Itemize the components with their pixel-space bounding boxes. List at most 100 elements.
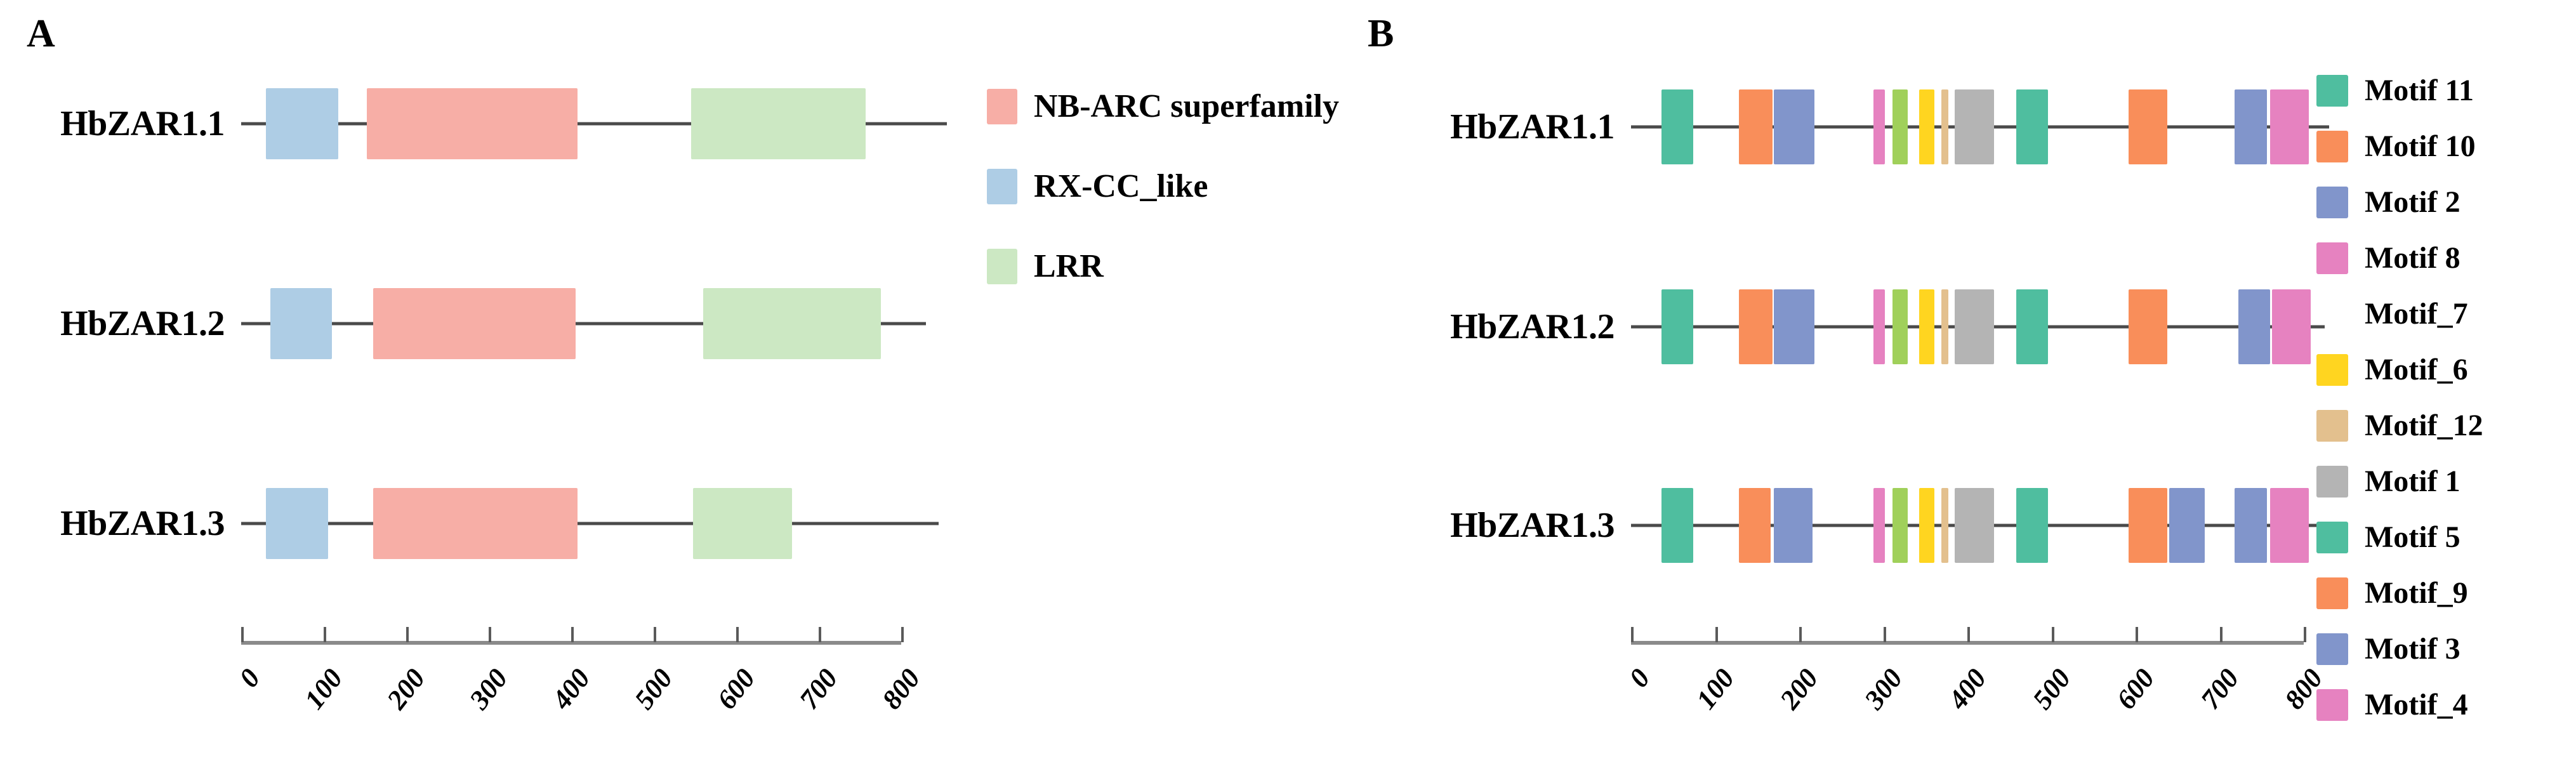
legend-swatch	[2316, 75, 2348, 107]
track-label-2: HbZAR1.2	[60, 304, 225, 343]
motif-block-13	[2270, 488, 2309, 563]
legend-label: Motif 1	[2365, 465, 2460, 498]
legend-item[interactable]: Motif_12	[2316, 410, 2483, 442]
legend-label: Motif_6	[2365, 353, 2468, 386]
legend-swatch	[2316, 298, 2348, 330]
motif-block-9	[2016, 488, 2049, 563]
legend-item[interactable]: Motif 8	[2316, 242, 2460, 274]
motif-block-12	[2271, 289, 2311, 364]
domain-block-2	[366, 88, 578, 159]
legend-label: Motif 5	[2365, 520, 2460, 554]
legend-item[interactable]: Motif_4	[2316, 689, 2468, 721]
legend-swatch	[987, 249, 1017, 284]
motif-block-6	[1919, 289, 1935, 364]
backbone-line	[241, 122, 947, 126]
axis-tick	[2051, 627, 2054, 642]
legend-item[interactable]: Motif_9	[2316, 577, 2468, 609]
motif-block-5	[1892, 289, 1908, 364]
track-label-2: HbZAR1.2	[1450, 307, 1615, 346]
legend-swatch	[987, 169, 1017, 204]
axis-tick	[1799, 627, 1802, 642]
axis-tick	[406, 627, 409, 642]
track-label-3: HbZAR1.3	[1450, 506, 1615, 545]
legend-item[interactable]: Motif 3	[2316, 633, 2460, 665]
motif-block-4	[1873, 289, 1886, 364]
panel-b-letter: B	[1368, 12, 1394, 55]
legend-swatch	[2316, 354, 2348, 386]
motif-block-2	[1738, 488, 1771, 563]
legend-swatch	[2316, 689, 2348, 721]
axis-tick	[2136, 627, 2138, 642]
legend-label: Motif 3	[2365, 632, 2460, 666]
legend-item[interactable]: RX-CC_like	[987, 169, 1208, 204]
legend-item[interactable]: Motif 5	[2316, 522, 2460, 553]
domain-block-1	[270, 288, 332, 359]
axis-tick	[1715, 627, 1718, 642]
motif-block-12	[2270, 89, 2309, 164]
legend-item[interactable]: Motif 1	[2316, 466, 2460, 498]
domain-block-2	[373, 288, 576, 359]
panel-a-letter: A	[27, 12, 55, 55]
axis-tick	[1631, 627, 1634, 642]
axis-line	[1631, 641, 2304, 645]
legend-item[interactable]: Motif_7	[2316, 298, 2468, 330]
legend-label: Motif_12	[2365, 409, 2483, 442]
legend-label: Motif 10	[2365, 129, 2476, 163]
motif-block-9	[2016, 289, 2049, 364]
legend-item[interactable]: Motif 2	[2316, 187, 2460, 218]
legend-label: Motif_4	[2365, 688, 2468, 722]
axis-tick	[901, 627, 904, 642]
track-label-3: HbZAR1.3	[60, 504, 225, 543]
legend-label: RX-CC_like	[1034, 168, 1208, 204]
legend-swatch	[2316, 633, 2348, 665]
motif-block-8	[1955, 488, 1995, 563]
motif-block-1	[1661, 289, 1694, 364]
motif-block-1	[1661, 488, 1694, 563]
domain-block-1	[266, 488, 328, 559]
legend-item[interactable]: Motif_6	[2316, 354, 2468, 386]
legend-label: LRR	[1034, 248, 1104, 284]
motif-block-3	[1774, 89, 1814, 164]
legend-swatch	[2316, 577, 2348, 609]
motif-block-10	[2129, 488, 2168, 563]
legend-label: Motif_9	[2365, 576, 2468, 610]
axis-tick	[819, 627, 821, 642]
legend-item[interactable]: Motif 10	[2316, 131, 2476, 162]
legend-item[interactable]: Motif 11	[2316, 75, 2474, 107]
legend-swatch	[2316, 242, 2348, 274]
legend-label: Motif 2	[2365, 185, 2460, 219]
legend-swatch	[2316, 410, 2348, 442]
axis-tick	[654, 627, 656, 642]
legend-label: Motif_7	[2365, 297, 2468, 331]
backbone-line	[241, 322, 926, 326]
motif-block-4	[1873, 488, 1886, 563]
motif-block-12	[2235, 488, 2267, 563]
axis-tick	[324, 627, 326, 642]
axis-tick	[1883, 627, 1886, 642]
motif-block-7	[1941, 488, 1948, 563]
legend-label: Motif 8	[2365, 241, 2460, 275]
motif-block-3	[1774, 488, 1813, 563]
motif-block-6	[1919, 89, 1935, 164]
axis-tick	[241, 627, 244, 642]
motif-block-1	[1661, 89, 1694, 164]
legend-item[interactable]: NB-ARC superfamily	[987, 89, 1339, 124]
motif-block-10	[2129, 89, 2168, 164]
axis-line	[241, 641, 901, 645]
legend-item[interactable]: LRR	[987, 249, 1104, 284]
motif-block-8	[1955, 89, 1995, 164]
legend-swatch	[2316, 522, 2348, 553]
domain-block-3	[703, 288, 881, 359]
legend-label: NB-ARC superfamily	[1034, 88, 1339, 124]
motif-block-11	[2238, 289, 2270, 364]
domain-block-1	[266, 88, 339, 159]
motif-block-8	[1955, 289, 1995, 364]
backbone-line	[241, 522, 939, 525]
motif-block-2	[1738, 289, 1773, 364]
legend-swatch	[2316, 131, 2348, 162]
